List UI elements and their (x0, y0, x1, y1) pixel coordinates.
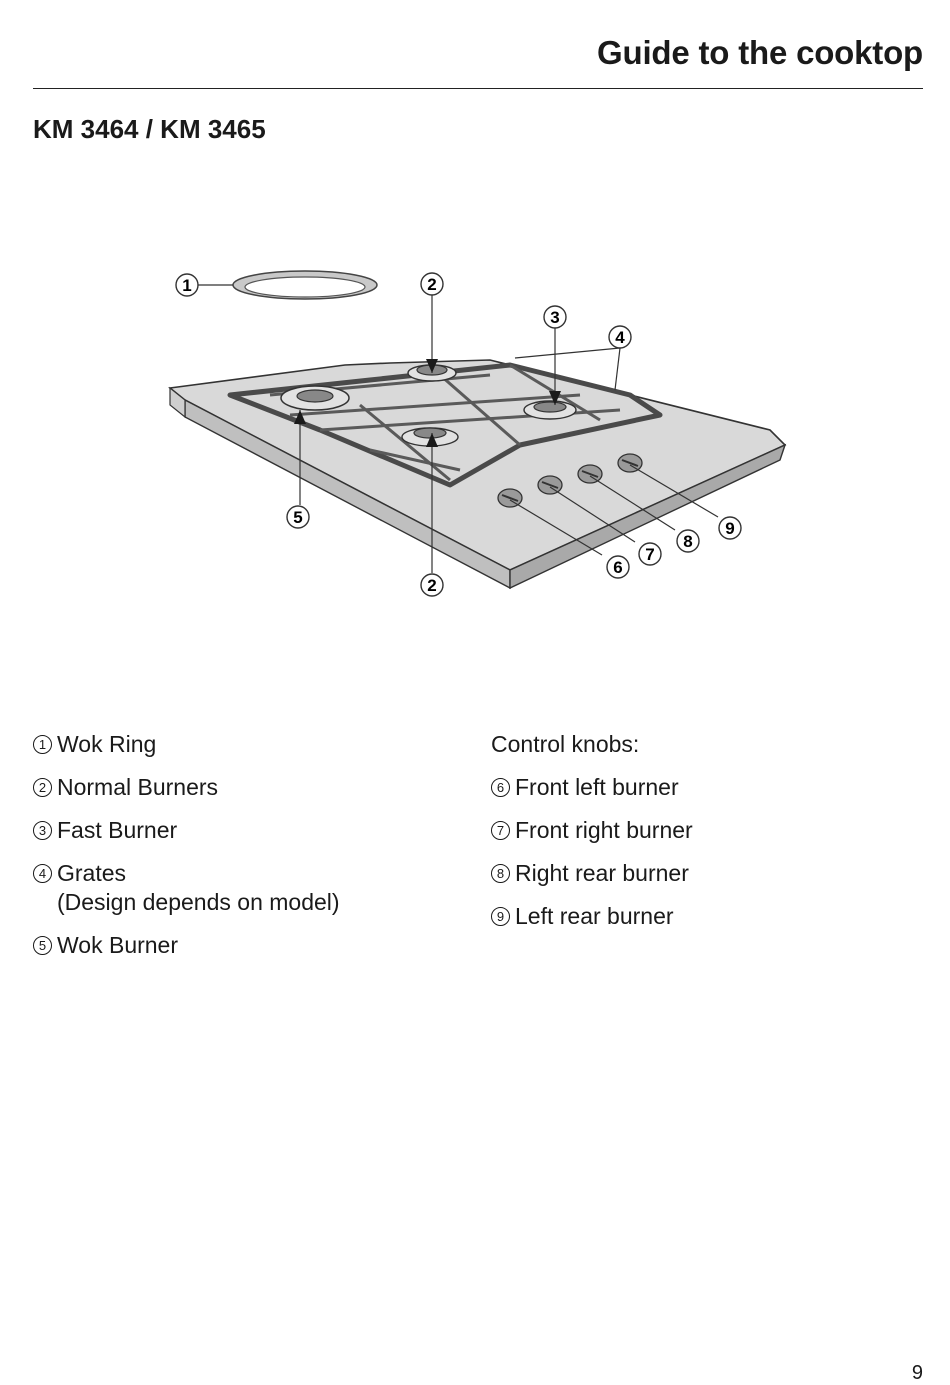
legend-label: Fast Burner (57, 817, 178, 843)
wok-burner (280, 385, 350, 411)
legend-number: 8 (491, 864, 510, 883)
legend-label: Wok Burner (57, 932, 179, 958)
legend-label: Right rear burner (515, 860, 689, 886)
legend-label: Grates (57, 860, 127, 886)
legend-item-wok-ring: 1 Wok Ring (33, 730, 473, 759)
svg-text:5: 5 (293, 508, 302, 527)
callout-8: 8 (676, 529, 700, 553)
legend-item-grates: 4 Grates (Design depends on model) (33, 859, 473, 917)
legend-heading: Control knobs: (491, 731, 640, 757)
svg-text:9: 9 (725, 519, 734, 538)
legend-item-fast-burner: 3 Fast Burner (33, 816, 473, 845)
callout-5: 5 (286, 505, 310, 529)
legend-number: 5 (33, 936, 52, 955)
svg-text:2: 2 (427, 275, 436, 294)
svg-text:7: 7 (645, 545, 654, 564)
knob-front-left (497, 488, 523, 508)
legend-item-front-left: 6 Front left burner (491, 773, 911, 802)
svg-text:6: 6 (613, 558, 622, 577)
legend-number: 9 (491, 907, 510, 926)
cooktop-diagram: 1 2 3 4 5 2 6 7 (168, 270, 787, 597)
legend-number: 7 (491, 821, 510, 840)
legend-parts: 1 Wok Ring 2 Normal Burners 3 Fast Burne… (33, 730, 473, 974)
legend-item-right-rear: 8 Right rear burner (491, 859, 911, 888)
legend-label: Front left burner (515, 774, 679, 800)
callout-4: 4 (608, 325, 632, 349)
svg-text:4: 4 (615, 328, 625, 347)
legend-number: 3 (33, 821, 52, 840)
arrowheads (294, 359, 561, 447)
legend-label: Normal Burners (57, 774, 219, 800)
svg-text:1: 1 (182, 276, 191, 295)
callout-6: 6 (606, 555, 630, 579)
legend-sublabel: (Design depends on model) (57, 889, 340, 915)
legend-number: 6 (491, 778, 510, 797)
page-header: Guide to the cooktop (33, 30, 923, 89)
svg-text:3: 3 (550, 308, 559, 327)
legend-number: 4 (33, 864, 52, 883)
legend-item-front-right: 7 Front right burner (491, 816, 911, 845)
svg-text:8: 8 (683, 532, 692, 551)
legend-control-knobs: Control knobs: 6 Front left burner 7 Fro… (491, 730, 911, 945)
callout-7: 7 (638, 542, 662, 566)
callout-2-bottom: 2 (420, 573, 444, 597)
fast-burner (523, 400, 577, 420)
knob-right-rear (577, 464, 603, 484)
svg-text:2: 2 (427, 576, 436, 595)
callout-1: 1 (175, 273, 199, 297)
legend-label: Wok Ring (57, 731, 157, 757)
page-title: Guide to the cooktop (597, 34, 923, 71)
callout-9: 9 (718, 516, 742, 540)
normal-burner-front (401, 427, 459, 447)
control-knobs (497, 453, 643, 508)
model-title: KM 3464 / KM 3465 (33, 114, 266, 144)
legend-number: 1 (33, 735, 52, 754)
legend-number: 2 (33, 778, 52, 797)
legend-label: Front right burner (515, 817, 693, 843)
legend-item-left-rear: 9 Left rear burner (491, 902, 911, 931)
page-number: 9 (911, 1362, 923, 1384)
callout-3: 3 (543, 305, 567, 329)
callout-2-top: 2 (420, 272, 444, 296)
knob-left-rear (617, 453, 643, 473)
legend-item-wok-burner: 5 Wok Burner (33, 931, 473, 960)
legend-label-group: Grates (Design depends on model) (57, 859, 340, 917)
callout-markers: 1 2 3 4 5 2 6 7 (175, 272, 742, 597)
leader-lines (198, 284, 719, 573)
legend-item-normal-burners: 2 Normal Burners (33, 773, 473, 802)
wok-ring (232, 270, 378, 300)
cooktop-body (168, 359, 787, 590)
legend-label: Left rear burner (515, 903, 674, 929)
knob-front-right (537, 475, 563, 495)
